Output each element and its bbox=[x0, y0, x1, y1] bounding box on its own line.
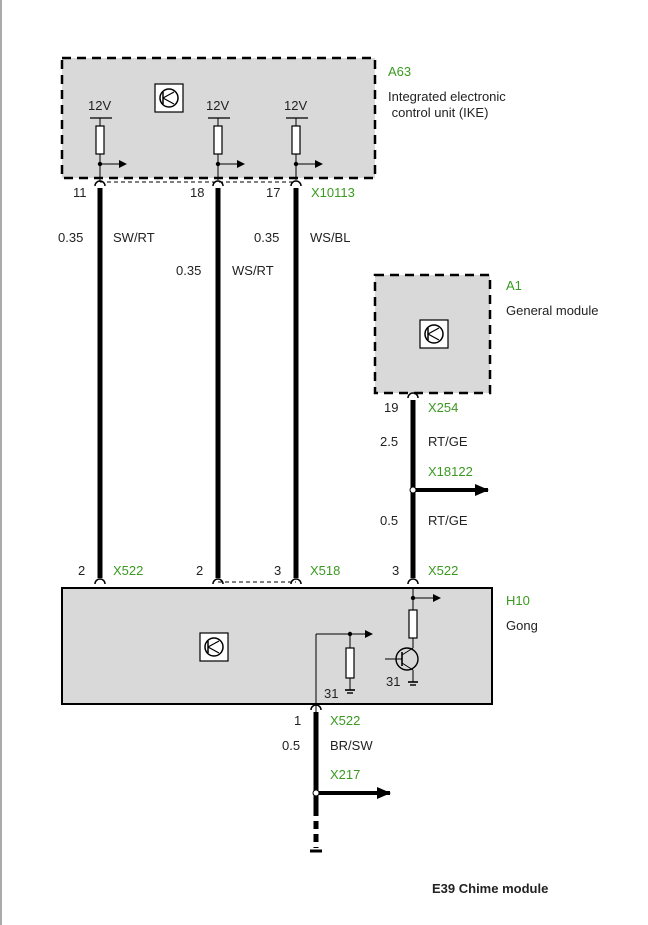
wire-ws-rt-color: WS/RT bbox=[232, 263, 274, 278]
wire-rt-ge-upper-size: 2.5 bbox=[380, 434, 398, 449]
ike-output-stage-mid bbox=[208, 117, 245, 180]
gong-ground-left: 31 bbox=[324, 686, 338, 701]
gong-output-stage bbox=[315, 630, 373, 712]
ground-icon bbox=[408, 681, 418, 686]
ike-name-line2: control unit (IKE) bbox=[388, 105, 488, 120]
wire-ws-bl-size: 0.35 bbox=[254, 230, 279, 245]
general-module-id: A1 bbox=[506, 278, 522, 293]
gong-conn-in-1: X522 bbox=[113, 563, 143, 578]
wire-ws-rt-size: 0.35 bbox=[176, 263, 201, 278]
gong-pin-in-2: 2 bbox=[196, 563, 203, 578]
ike-module[interactable]: 12V 12V 12V A63 Integrated electronic co… bbox=[60, 56, 506, 182]
ike-connector-label: X10113 bbox=[311, 185, 355, 200]
gong-pin-in-1: 2 bbox=[78, 563, 85, 578]
gong-box bbox=[61, 587, 493, 705]
splice-x217-label: X217 bbox=[330, 767, 360, 782]
ike-pin-right: 17 bbox=[266, 185, 280, 200]
resistor-icon bbox=[213, 125, 223, 155]
ike-id: A63 bbox=[388, 64, 411, 79]
gong-name: Gong bbox=[506, 618, 538, 633]
resistor-icon bbox=[95, 125, 105, 155]
splice-x18122-label: X18122 bbox=[428, 464, 473, 479]
general-module-connector: X254 bbox=[428, 400, 458, 415]
wire-br-sw-color: BR/SW bbox=[330, 738, 373, 753]
wire-rt-ge-lower-color: RT/GE bbox=[428, 513, 468, 528]
general-module-pin: 19 bbox=[384, 400, 398, 415]
ike-output-stage-left bbox=[90, 117, 127, 182]
transistor-module-icon bbox=[199, 632, 229, 662]
general-module-pin-socket bbox=[407, 392, 419, 399]
resistor-icon bbox=[408, 609, 418, 639]
gong-id: H10 bbox=[506, 593, 530, 608]
gong-conn-in-23: X518 bbox=[310, 563, 340, 578]
ike-connector-pins bbox=[94, 180, 302, 187]
ike-supply-mid: 12V bbox=[206, 98, 229, 113]
ike-supply-right: 12V bbox=[284, 98, 307, 113]
wire-ws-bl-color: WS/BL bbox=[310, 230, 350, 245]
wire-sw-rt-size: 0.35 bbox=[58, 230, 83, 245]
gong-pin-in-3: 3 bbox=[274, 563, 281, 578]
gong-conn-out: X522 bbox=[330, 713, 360, 728]
ike-supply-left: 12V bbox=[88, 98, 111, 113]
gong-connector-pins bbox=[94, 578, 419, 585]
ike-name-line1: Integrated electronic bbox=[388, 89, 506, 104]
gong-pin-out: 1 bbox=[294, 713, 301, 728]
gong-module[interactable]: 31 31 H10 Gong bbox=[61, 587, 538, 712]
resistor-icon bbox=[345, 647, 355, 679]
splice-x217-node bbox=[312, 789, 320, 797]
general-module-name: General module bbox=[506, 303, 599, 318]
gong-input-stage bbox=[385, 588, 441, 686]
ground-icon bbox=[345, 689, 355, 694]
wire-rt-ge-upper-color: RT/GE bbox=[428, 434, 468, 449]
resistor-icon bbox=[291, 125, 301, 155]
wire-sw-rt-color: SW/RT bbox=[113, 230, 155, 245]
general-module[interactable]: A1 General module bbox=[373, 273, 599, 395]
transistor-module-icon bbox=[154, 83, 184, 113]
gong-out-socket bbox=[310, 704, 322, 711]
diagram-title: E39 Chime module bbox=[432, 881, 548, 896]
wire-br-sw-size: 0.5 bbox=[282, 738, 300, 753]
ike-pin-mid: 18 bbox=[190, 185, 204, 200]
ike-pin-left: 11 bbox=[73, 185, 87, 200]
transistor-module-icon bbox=[419, 319, 449, 349]
ike-output-stage-right bbox=[286, 117, 323, 180]
gong-pin-in-4: 3 bbox=[392, 563, 399, 578]
wire-rt-ge-lower-size: 0.5 bbox=[380, 513, 398, 528]
gong-ground-right: 31 bbox=[386, 674, 400, 689]
splice-x18122-node bbox=[409, 486, 417, 494]
gong-conn-in-4: X522 bbox=[428, 563, 458, 578]
